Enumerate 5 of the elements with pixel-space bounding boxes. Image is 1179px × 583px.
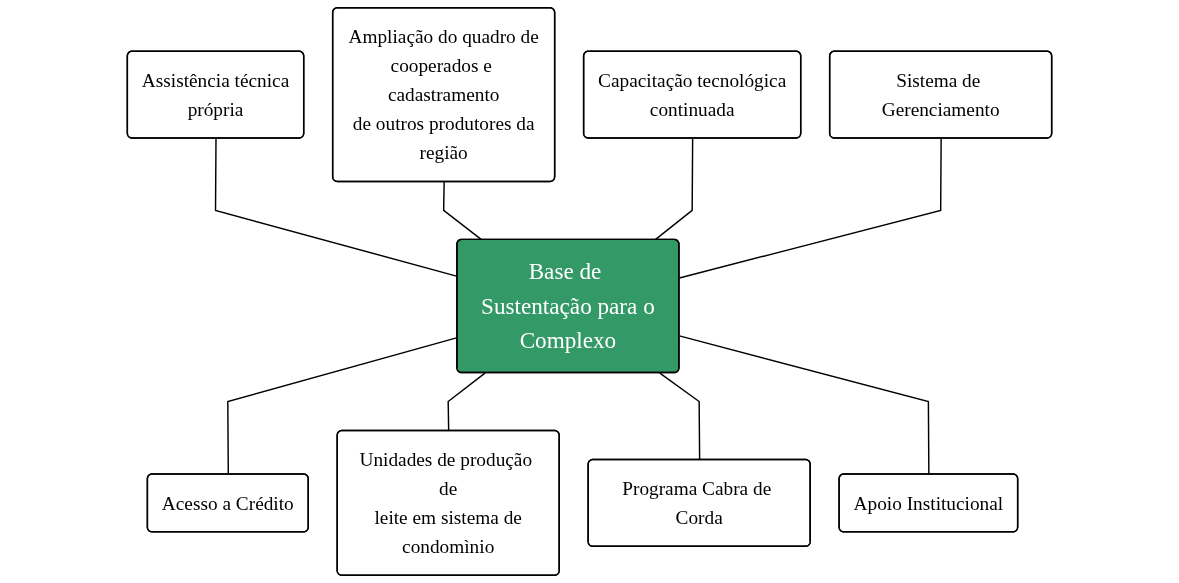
connector: [678, 137, 942, 279]
connector: [659, 372, 701, 461]
connector: [442, 181, 483, 241]
connector: [447, 372, 486, 432]
connector: [654, 137, 694, 241]
